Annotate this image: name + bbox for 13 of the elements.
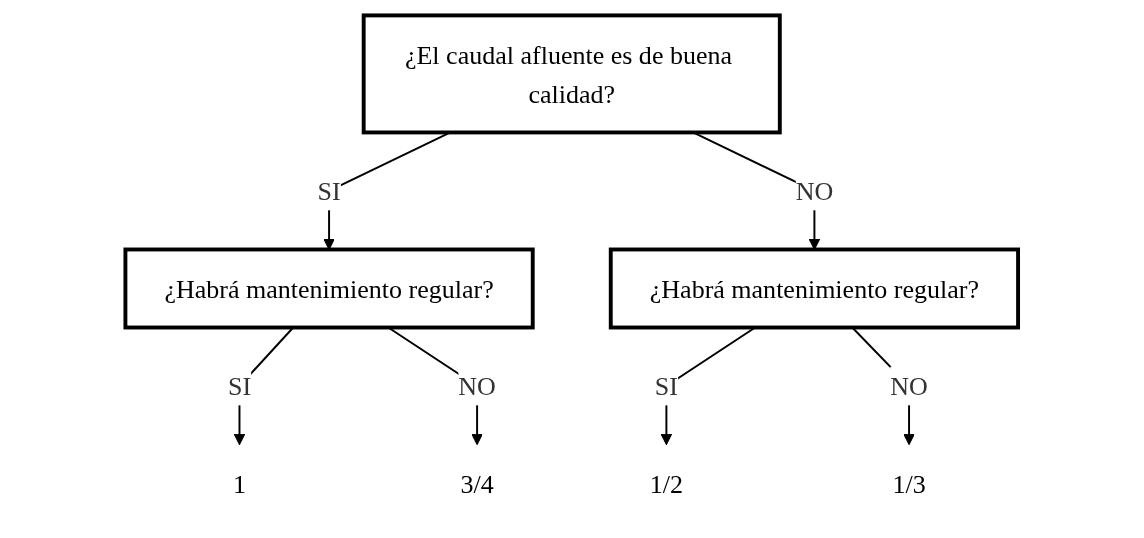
node-box: ¿Habrá mantenimiento regular? <box>609 247 1021 330</box>
edge-label: SI <box>317 176 341 206</box>
node-text: 1 <box>233 469 247 498</box>
node-text: 1/3 <box>892 469 926 498</box>
edge-label: NO <box>458 371 497 401</box>
node-box: ¿Habrá mantenimiento regular? <box>123 247 535 330</box>
node-box: ¿El caudal afluente es de buena calidad? <box>362 13 782 135</box>
node-text: 3/4 <box>460 469 494 498</box>
edge-label: SI <box>228 371 252 401</box>
edge-label: NO <box>795 176 834 206</box>
edge-label: NO <box>890 371 929 401</box>
node-text: 1/2 <box>650 469 684 498</box>
edge-label: SI <box>655 371 679 401</box>
